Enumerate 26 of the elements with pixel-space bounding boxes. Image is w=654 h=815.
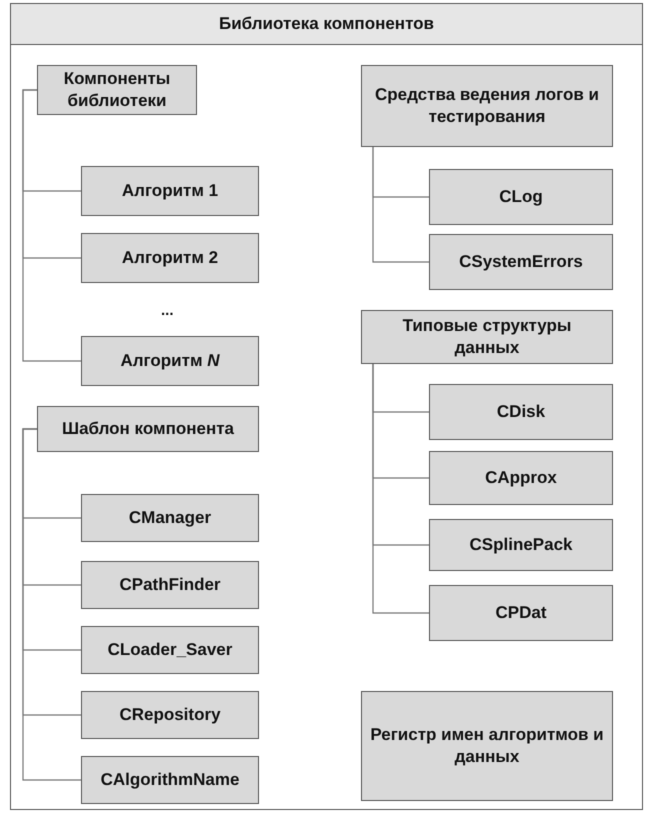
component-box: Алгоритм N (81, 336, 259, 386)
component-box: Регистр имен алгоритмов и данных (361, 691, 613, 801)
frame-header: Библиотека компонентов (11, 4, 642, 45)
connector-line (22, 89, 81, 362)
component-box: Алгоритм 2 (81, 233, 259, 283)
component-box: CRepository (81, 691, 259, 739)
connector-line (372, 364, 429, 614)
component-box: Шаблон компонента (37, 406, 259, 452)
component-box: CManager (81, 494, 259, 542)
component-box: Средства ведения логов и тестирования (361, 65, 613, 147)
component-box: Компоненты библиотеки (37, 65, 197, 115)
component-box: CApprox (429, 451, 613, 505)
connector-line (372, 147, 429, 263)
component-box: Алгоритм 1 (81, 166, 259, 216)
connector-line (22, 428, 81, 781)
ellipsis-text: ... (161, 301, 174, 320)
component-box: CLog (429, 169, 613, 225)
component-box: CSystemErrors (429, 234, 613, 290)
component-box: CSplinePack (429, 519, 613, 571)
component-box: CDisk (429, 384, 613, 440)
component-box: CPathFinder (81, 561, 259, 609)
component-box: Типовые структуры данных (361, 310, 613, 364)
component-box: CLoader_Saver (81, 626, 259, 674)
component-box: CAlgorithmName (81, 756, 259, 804)
library-frame (10, 3, 643, 810)
component-box: CPDat (429, 585, 613, 641)
